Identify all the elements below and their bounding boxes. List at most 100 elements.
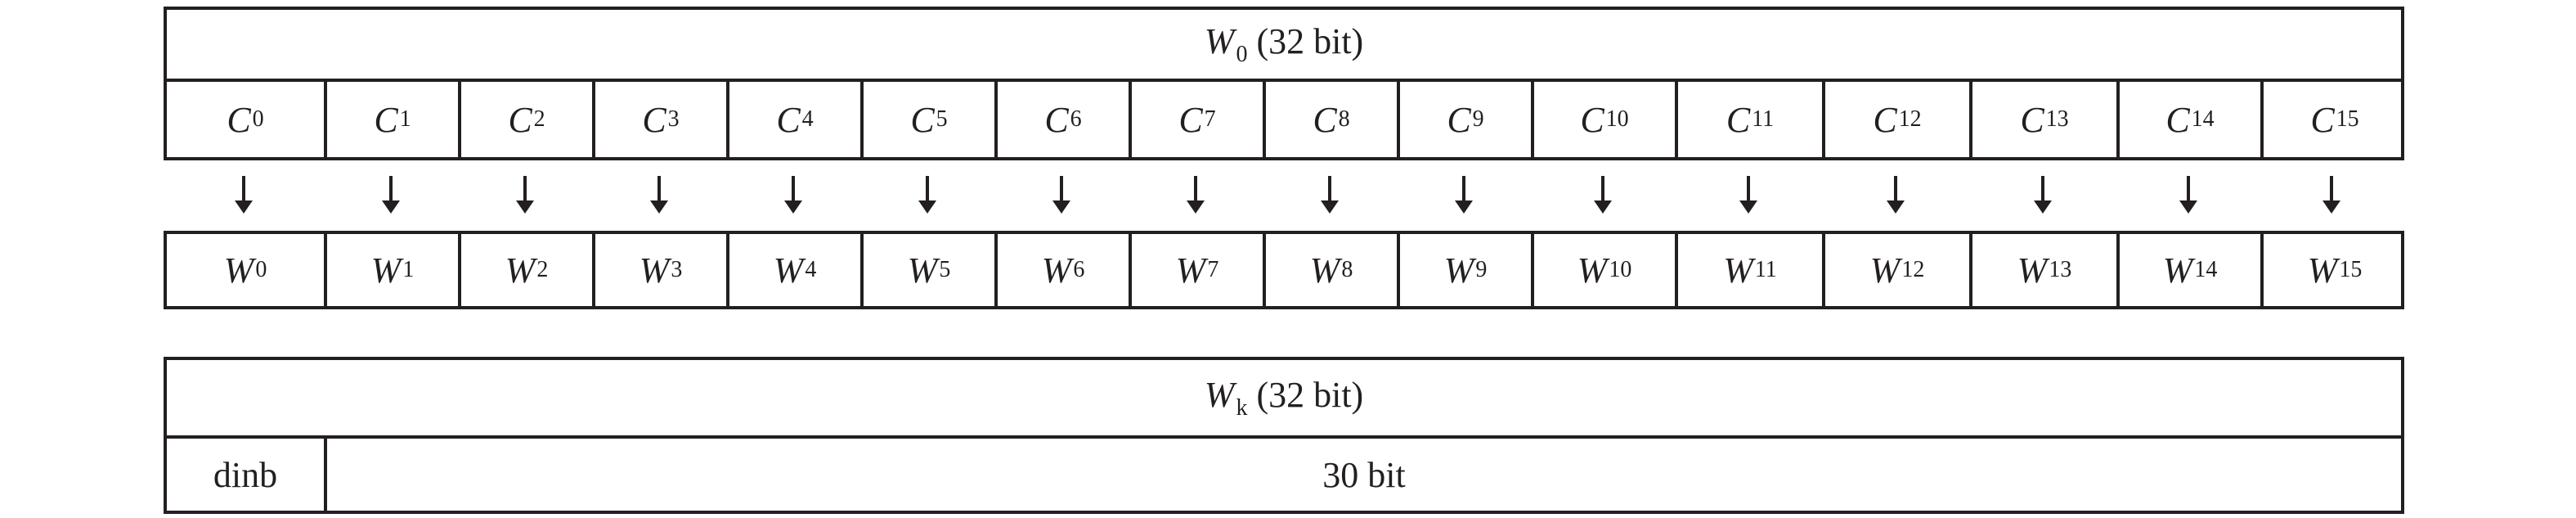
chunk-subscript: 9 (1472, 106, 1484, 132)
down-arrow-icon (324, 160, 458, 229)
w0-header-label: W0 (32 bit) (1205, 20, 1363, 68)
down-arrow-icon (994, 160, 1129, 229)
chunk-subscript: 15 (2336, 106, 2359, 132)
w0-header-box: W0 (32 bit) (164, 7, 2404, 82)
chunk-subscript: 14 (2191, 106, 2215, 132)
word-subscript: 6 (1073, 257, 1085, 282)
chunk-symbol: C (2020, 99, 2044, 140)
word-symbol: W (1577, 250, 1608, 291)
word-subscript: 8 (1341, 257, 1353, 282)
wk-header-label: Wk (32 bit) (1205, 374, 1363, 421)
chunk-subscript: 1 (399, 106, 411, 132)
word-symbol: W (639, 250, 670, 291)
chunk-subscript: 5 (936, 106, 948, 132)
down-arrow-icon (860, 160, 994, 229)
word-subscript: 9 (1475, 257, 1488, 282)
word-subscript: 12 (1901, 257, 1925, 282)
dinb-field: dinb (167, 439, 327, 511)
chunk-subscript: 12 (1898, 106, 1922, 132)
down-arrow-icon (2116, 160, 2260, 229)
chunk-subscript: 3 (667, 106, 680, 132)
word-subscript: 10 (1609, 257, 1632, 282)
chunk-symbol: C (227, 99, 251, 140)
word-symbol: W (1309, 250, 1340, 291)
word-subscript: 1 (402, 257, 415, 282)
word-subscript: 4 (805, 257, 817, 282)
payload-field: 30 bit (1322, 454, 1406, 495)
w0-subscript: 0 (1236, 42, 1248, 67)
chunk-symbol: C (1873, 99, 1897, 140)
word-subscript: 13 (2049, 257, 2072, 282)
down-arrow-icon (2260, 160, 2403, 229)
chunk-symbol: C (1580, 99, 1604, 140)
down-arrow-icon (1822, 160, 1969, 229)
word-symbol: W (223, 250, 254, 291)
word-symbol: W (370, 250, 402, 291)
down-arrow-icon (164, 160, 324, 229)
down-arrow-icon (1969, 160, 2116, 229)
wk-symbol: W (1204, 375, 1235, 415)
chunk-subscript: 6 (1070, 106, 1082, 132)
word-subscript: 2 (536, 257, 549, 282)
down-arrow-icon (458, 160, 592, 229)
wk-size: (32 bit) (1256, 375, 1364, 415)
chunk-subscript: 2 (533, 106, 545, 132)
word-subscript: 5 (939, 257, 951, 282)
chunk-symbol: C (910, 99, 935, 140)
chunk-symbol: C (1178, 99, 1203, 140)
word-symbol: W (2162, 250, 2193, 291)
word-symbol: W (2017, 250, 2048, 291)
word-symbol: W (907, 250, 938, 291)
down-arrow-icon (592, 160, 726, 229)
wk-header-box: Wk (32 bit) (164, 357, 2404, 439)
chunk-subscript: 0 (252, 106, 264, 132)
chunk-symbol: C (2310, 99, 2335, 140)
word-symbol: W (1175, 250, 1206, 291)
word-symbol: W (1041, 250, 1072, 291)
word-subscript: 14 (2194, 257, 2218, 282)
w0-symbol: W (1204, 21, 1235, 61)
word-symbol: W (1869, 250, 1901, 291)
word-symbol: W (1723, 250, 1753, 291)
down-arrow-icon (726, 160, 860, 229)
w0-size: (32 bit) (1256, 21, 1364, 61)
word-subscript: 11 (1754, 257, 1777, 282)
arrow-row (164, 160, 2404, 229)
chunk-symbol: C (1726, 99, 1751, 140)
chunk-symbol: C (776, 99, 801, 140)
chunk-symbol: C (1044, 99, 1069, 140)
word-symbol: W (773, 250, 804, 291)
chunk-symbol: C (1313, 99, 1337, 140)
wk-fields-row: dinb 30 bit (164, 435, 2404, 514)
word-subscript: 15 (2339, 257, 2363, 282)
chunk-symbol: C (642, 99, 666, 140)
down-arrow-icon (1531, 160, 1675, 229)
word-symbol: W (1443, 250, 1474, 291)
